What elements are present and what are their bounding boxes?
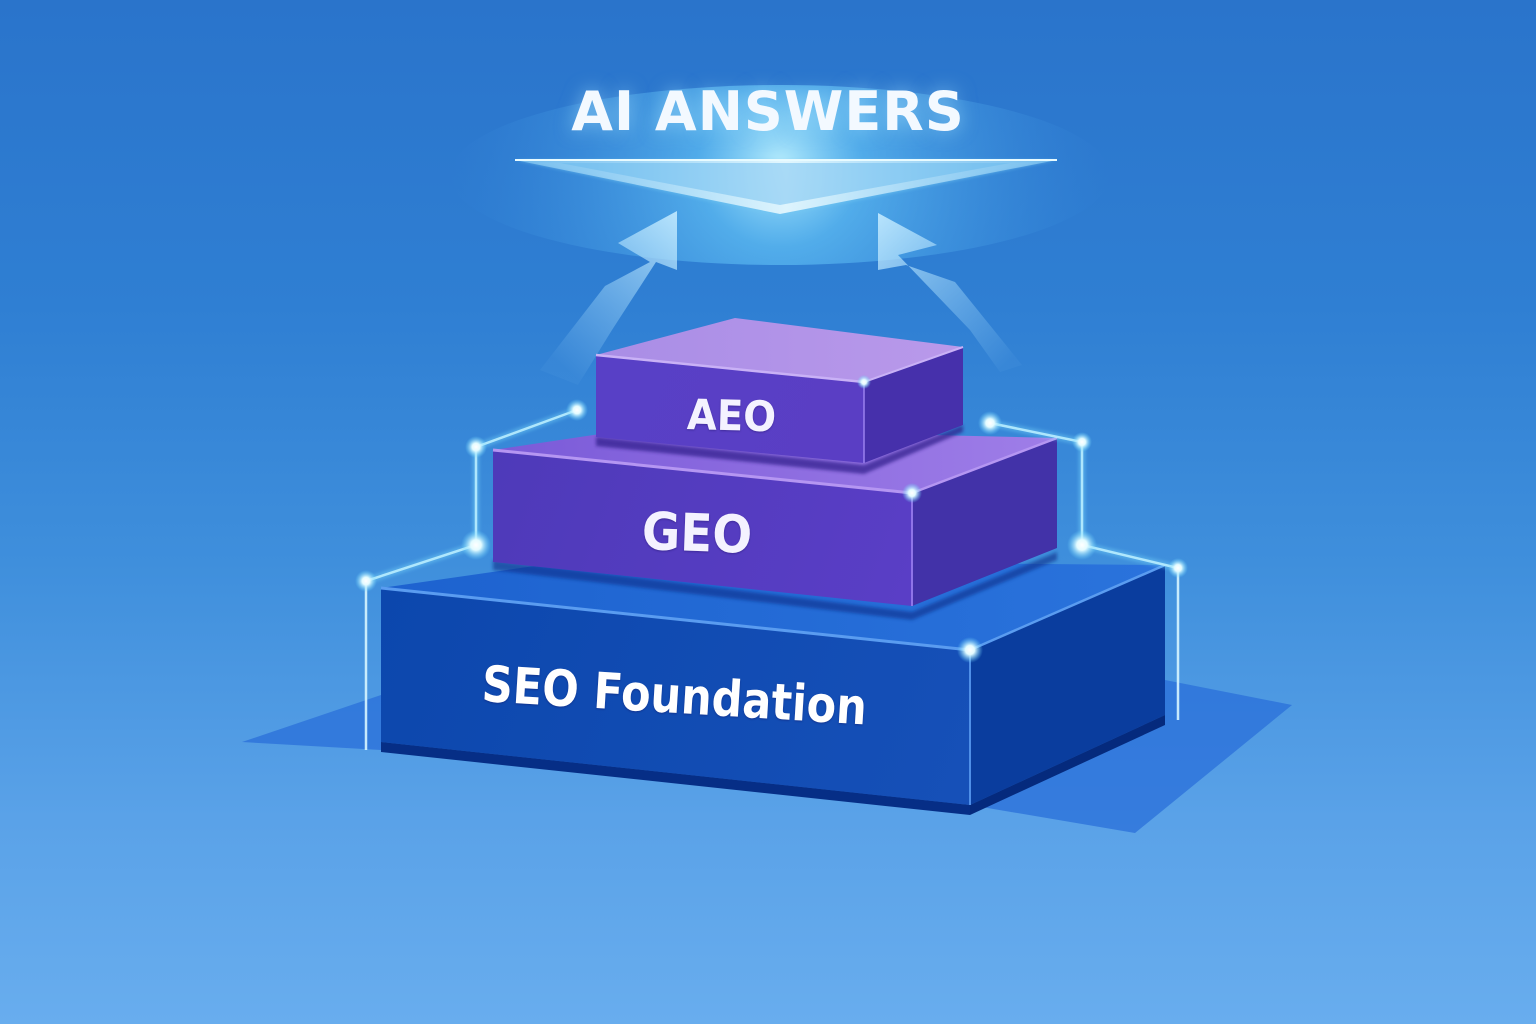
left-up-arrow-icon [540, 211, 677, 385]
aeo-layer-label: AEO [686, 390, 777, 442]
node-dot [957, 637, 983, 663]
node-dot [566, 399, 588, 421]
connector-lines-glow [364, 406, 1179, 585]
node-dot [461, 530, 491, 560]
node-dot [978, 411, 1002, 435]
node-dot [1067, 530, 1097, 560]
diagram-title: AI ANSWERS [571, 80, 965, 143]
geo-layer-label: GEO [640, 502, 754, 566]
aeo-block [595, 318, 964, 474]
ai-answers-prism-icon [515, 159, 1057, 216]
node-dot [355, 570, 377, 592]
node-dot [902, 483, 922, 503]
connector-nodes [355, 375, 1188, 663]
right-up-arrow-icon [878, 213, 1022, 372]
seo-foundation-block [380, 560, 1166, 815]
node-dot [857, 375, 871, 389]
node-dot [1168, 558, 1188, 578]
node-dot [465, 436, 487, 458]
node-dot [1072, 432, 1092, 452]
